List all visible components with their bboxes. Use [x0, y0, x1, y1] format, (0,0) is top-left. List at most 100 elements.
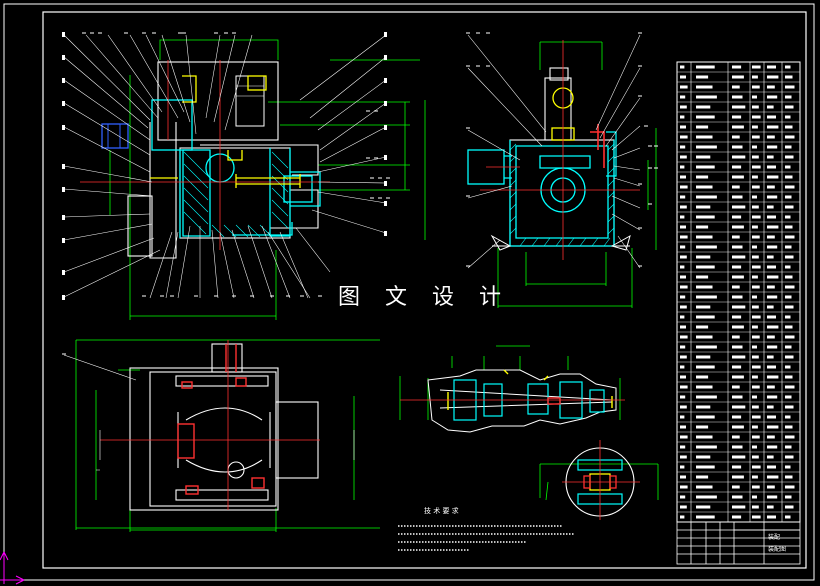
parts-list-cell-mark [680, 75, 686, 79]
parts-list-cell-mark [696, 265, 715, 269]
parts-list-cell-mark [680, 385, 688, 389]
parts-list-cell-mark [732, 265, 742, 269]
parts-list-cell-mark [696, 155, 711, 159]
parts-list-cell-mark [785, 235, 795, 239]
parts-list-cell-mark [767, 465, 776, 469]
parts-list-cell-mark [732, 445, 743, 449]
parts-list-cell-mark [680, 185, 688, 189]
parts-list-cell-mark [696, 405, 711, 409]
parts-list-cell-mark [767, 295, 778, 299]
parts-list-cell-mark [732, 425, 744, 429]
parts-list-cell-mark [767, 505, 774, 509]
parts-list-cell-mark [680, 125, 686, 129]
parts-list-cell-mark [732, 215, 742, 219]
parts-list-cell-mark [752, 175, 758, 179]
parts-list-cell-mark [732, 135, 740, 139]
parts-list-cell-mark [732, 115, 742, 119]
parts-list-cell-mark [696, 515, 715, 519]
parts-list-cell-mark [696, 365, 715, 369]
parts-list-cell-mark [767, 455, 774, 459]
parts-list-cell-mark [752, 115, 761, 119]
parts-list-cell-mark [732, 185, 740, 189]
parts-list-cell-mark [752, 455, 759, 459]
parts-list-cell-mark [752, 145, 757, 149]
parts-list-cell-mark [752, 245, 757, 249]
parts-list-cell-mark [680, 445, 686, 449]
parts-list-cell-mark [752, 505, 759, 509]
parts-list-cell-mark [680, 225, 686, 229]
watermark-title: 图 文 设 计 [338, 285, 510, 310]
parts-list-cell-mark [696, 315, 715, 319]
parts-list-cell-mark [767, 395, 778, 399]
parts-list-cell-mark [785, 515, 791, 519]
parts-list-cell-mark [785, 265, 791, 269]
parts-list-cell-mark [767, 225, 779, 229]
parts-list-cell-mark [767, 215, 776, 219]
parts-list-cell-mark [785, 205, 794, 209]
plan-view [75, 339, 380, 532]
parts-list-cell-mark [785, 485, 795, 489]
parts-list-cell-mark [732, 515, 742, 519]
parts-list-cell-mark [696, 235, 713, 239]
parts-list-cell-mark [752, 105, 759, 109]
parts-list-cell-mark [767, 205, 774, 209]
parts-list-cell-mark [767, 75, 779, 79]
front-view-balloons [62, 32, 387, 300]
parts-list-cell-mark [680, 205, 687, 209]
parts-list-cell-mark [767, 145, 778, 149]
parts-list-cell-mark [767, 475, 779, 479]
parts-list-cell-mark [732, 345, 743, 349]
parts-list-cell-mark [785, 115, 791, 119]
parts-list-cell-mark [680, 495, 686, 499]
parts-list-cell-mark [680, 145, 686, 149]
parts-list-cell-mark [767, 275, 779, 279]
parts-list-cell-mark [752, 425, 758, 429]
parts-list-cell-mark [752, 165, 761, 169]
parts-list-cell-mark [732, 365, 742, 369]
parts-list-cell-mark [680, 105, 687, 109]
parts-list-cell-mark [785, 445, 792, 449]
parts-list-cell-mark [767, 405, 774, 409]
parts-list-cell-mark [785, 335, 795, 339]
parts-list-cell-mark [680, 215, 685, 219]
parts-list-cell-mark [696, 255, 711, 259]
parts-list-cell-mark [696, 195, 717, 199]
parts-list-cell-mark [680, 155, 687, 159]
parts-list-cell-mark [680, 395, 686, 399]
parts-list-cell-mark [696, 135, 713, 139]
parts-list-cell-mark [696, 335, 713, 339]
parts-list-cell-mark [696, 85, 713, 89]
parts-list-cell-mark [680, 405, 687, 409]
parts-list-cell-mark [696, 355, 711, 359]
parts-list-cell-mark [752, 125, 758, 129]
parts-list-cell-mark [767, 365, 776, 369]
parts-list-cell-mark [752, 325, 758, 329]
parts-list-cell-mark [680, 375, 686, 379]
section-detail-circle [539, 440, 659, 520]
parts-list-cell-mark [752, 465, 761, 469]
parts-list-cell-mark [785, 455, 794, 459]
parts-list-cell-mark [680, 505, 687, 509]
parts-list-cell-mark [767, 425, 779, 429]
parts-list-cell-mark [767, 185, 775, 189]
parts-list-cell-mark [752, 315, 761, 319]
parts-list-cell-mark [767, 485, 775, 489]
parts-list-cell-mark [752, 335, 760, 339]
parts-list-cell-mark [732, 455, 746, 459]
parts-list-cell-mark [785, 295, 792, 299]
plan-view-leader [63, 354, 137, 381]
parts-list-cell-mark [767, 445, 778, 449]
parts-list-cell-mark [696, 145, 717, 149]
parts-list-cell-mark [752, 155, 759, 159]
parts-list-cell-mark [732, 355, 746, 359]
parts-list-cell-mark [696, 455, 711, 459]
parts-list-cell-mark [752, 365, 761, 369]
parts-list-cell-mark [732, 325, 744, 329]
parts-list-cell-mark [752, 135, 760, 139]
parts-list-cell-mark [785, 425, 793, 429]
parts-list-cell-mark [767, 355, 774, 359]
parts-list-cell-mark [680, 135, 688, 139]
parts-list-cell-mark [696, 185, 713, 189]
parts-list-cell-mark [767, 85, 775, 89]
